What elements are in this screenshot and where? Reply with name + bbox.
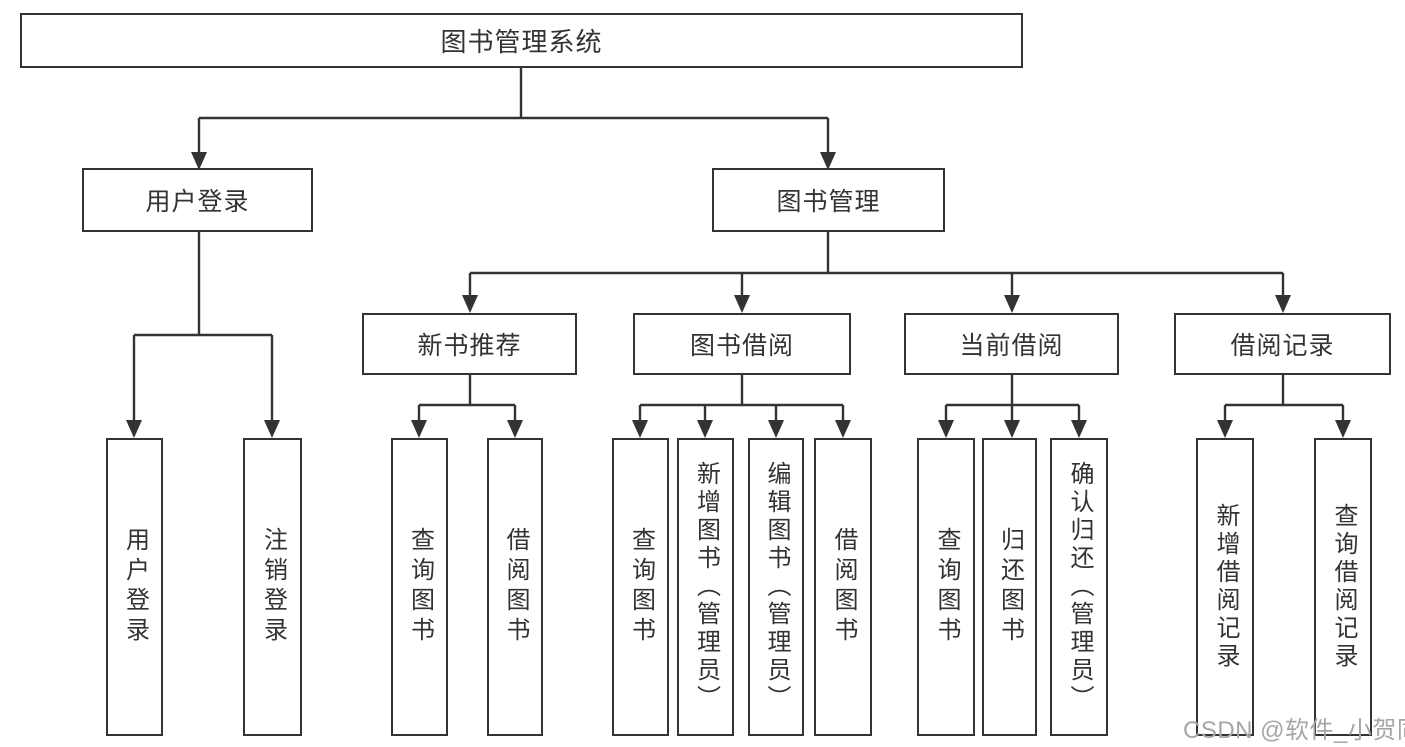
node-user-login: 用户登录 [82,168,313,232]
connector-new-book-recommend-to-leaves [411,375,523,438]
leaf-query-books-recommend: 查询图书 [391,438,448,736]
arrowhead-icon [507,420,523,438]
leaf-query-books-borrowing: 查询图书 [612,438,669,736]
leaf-user-login: 用户登录 [106,438,163,736]
leaf-return-books: 归还图书 [982,438,1037,736]
arrowhead-icon [411,420,427,438]
connector-user-login-to-leaves [126,232,280,438]
leaf-edit-books-admin: 编辑图书（管理员） [748,438,804,736]
arrowhead-icon [835,420,851,438]
leaf-confirm-return-admin: 确认归还（管理员） [1050,438,1108,736]
arrowhead-icon [938,420,954,438]
node-new-book-recommend: 新书推荐 [362,313,577,375]
connector-borrowing-records-to-leaves [1217,375,1351,438]
arrowhead-icon [1275,295,1291,313]
arrowhead-icon [1217,420,1233,438]
arrowhead-icon [462,295,478,313]
leaf-borrow-books: 借阅图书 [814,438,872,736]
connector-root-to-level2 [191,68,836,170]
leaf-borrow-books-recommend: 借阅图书 [487,438,543,736]
connector-current-borrowing-to-leaves [938,375,1087,438]
arrowhead-icon [264,420,280,438]
leaf-add-borrowing-record: 新增借阅记录 [1196,438,1254,736]
node-library-management-system: 图书管理系统 [20,13,1023,68]
arrowhead-icon [126,420,142,438]
arrowhead-icon [1004,420,1020,438]
csdn-watermark: CSDN @软件_小贺同学 [1183,717,1405,744]
connector-book-management-to-level3 [462,232,1291,313]
leaf-query-books-current: 查询图书 [917,438,975,736]
arrowhead-icon [632,420,648,438]
leaf-logout: 注销登录 [243,438,302,736]
arrowhead-icon [1004,295,1020,313]
node-book-borrowing: 图书借阅 [633,313,851,375]
leaf-query-borrowing-record: 查询借阅记录 [1314,438,1372,736]
arrowhead-icon [697,420,713,438]
leaf-add-books-admin: 新增图书（管理员） [677,438,734,736]
arrowhead-icon [734,295,750,313]
arrowhead-icon [1071,420,1087,438]
connector-book-borrowing-to-leaves [632,375,851,438]
node-book-management: 图书管理 [712,168,945,232]
node-current-borrowing: 当前借阅 [904,313,1119,375]
arrowhead-icon [1335,420,1351,438]
arrowhead-icon [768,420,784,438]
node-borrowing-records: 借阅记录 [1174,313,1391,375]
